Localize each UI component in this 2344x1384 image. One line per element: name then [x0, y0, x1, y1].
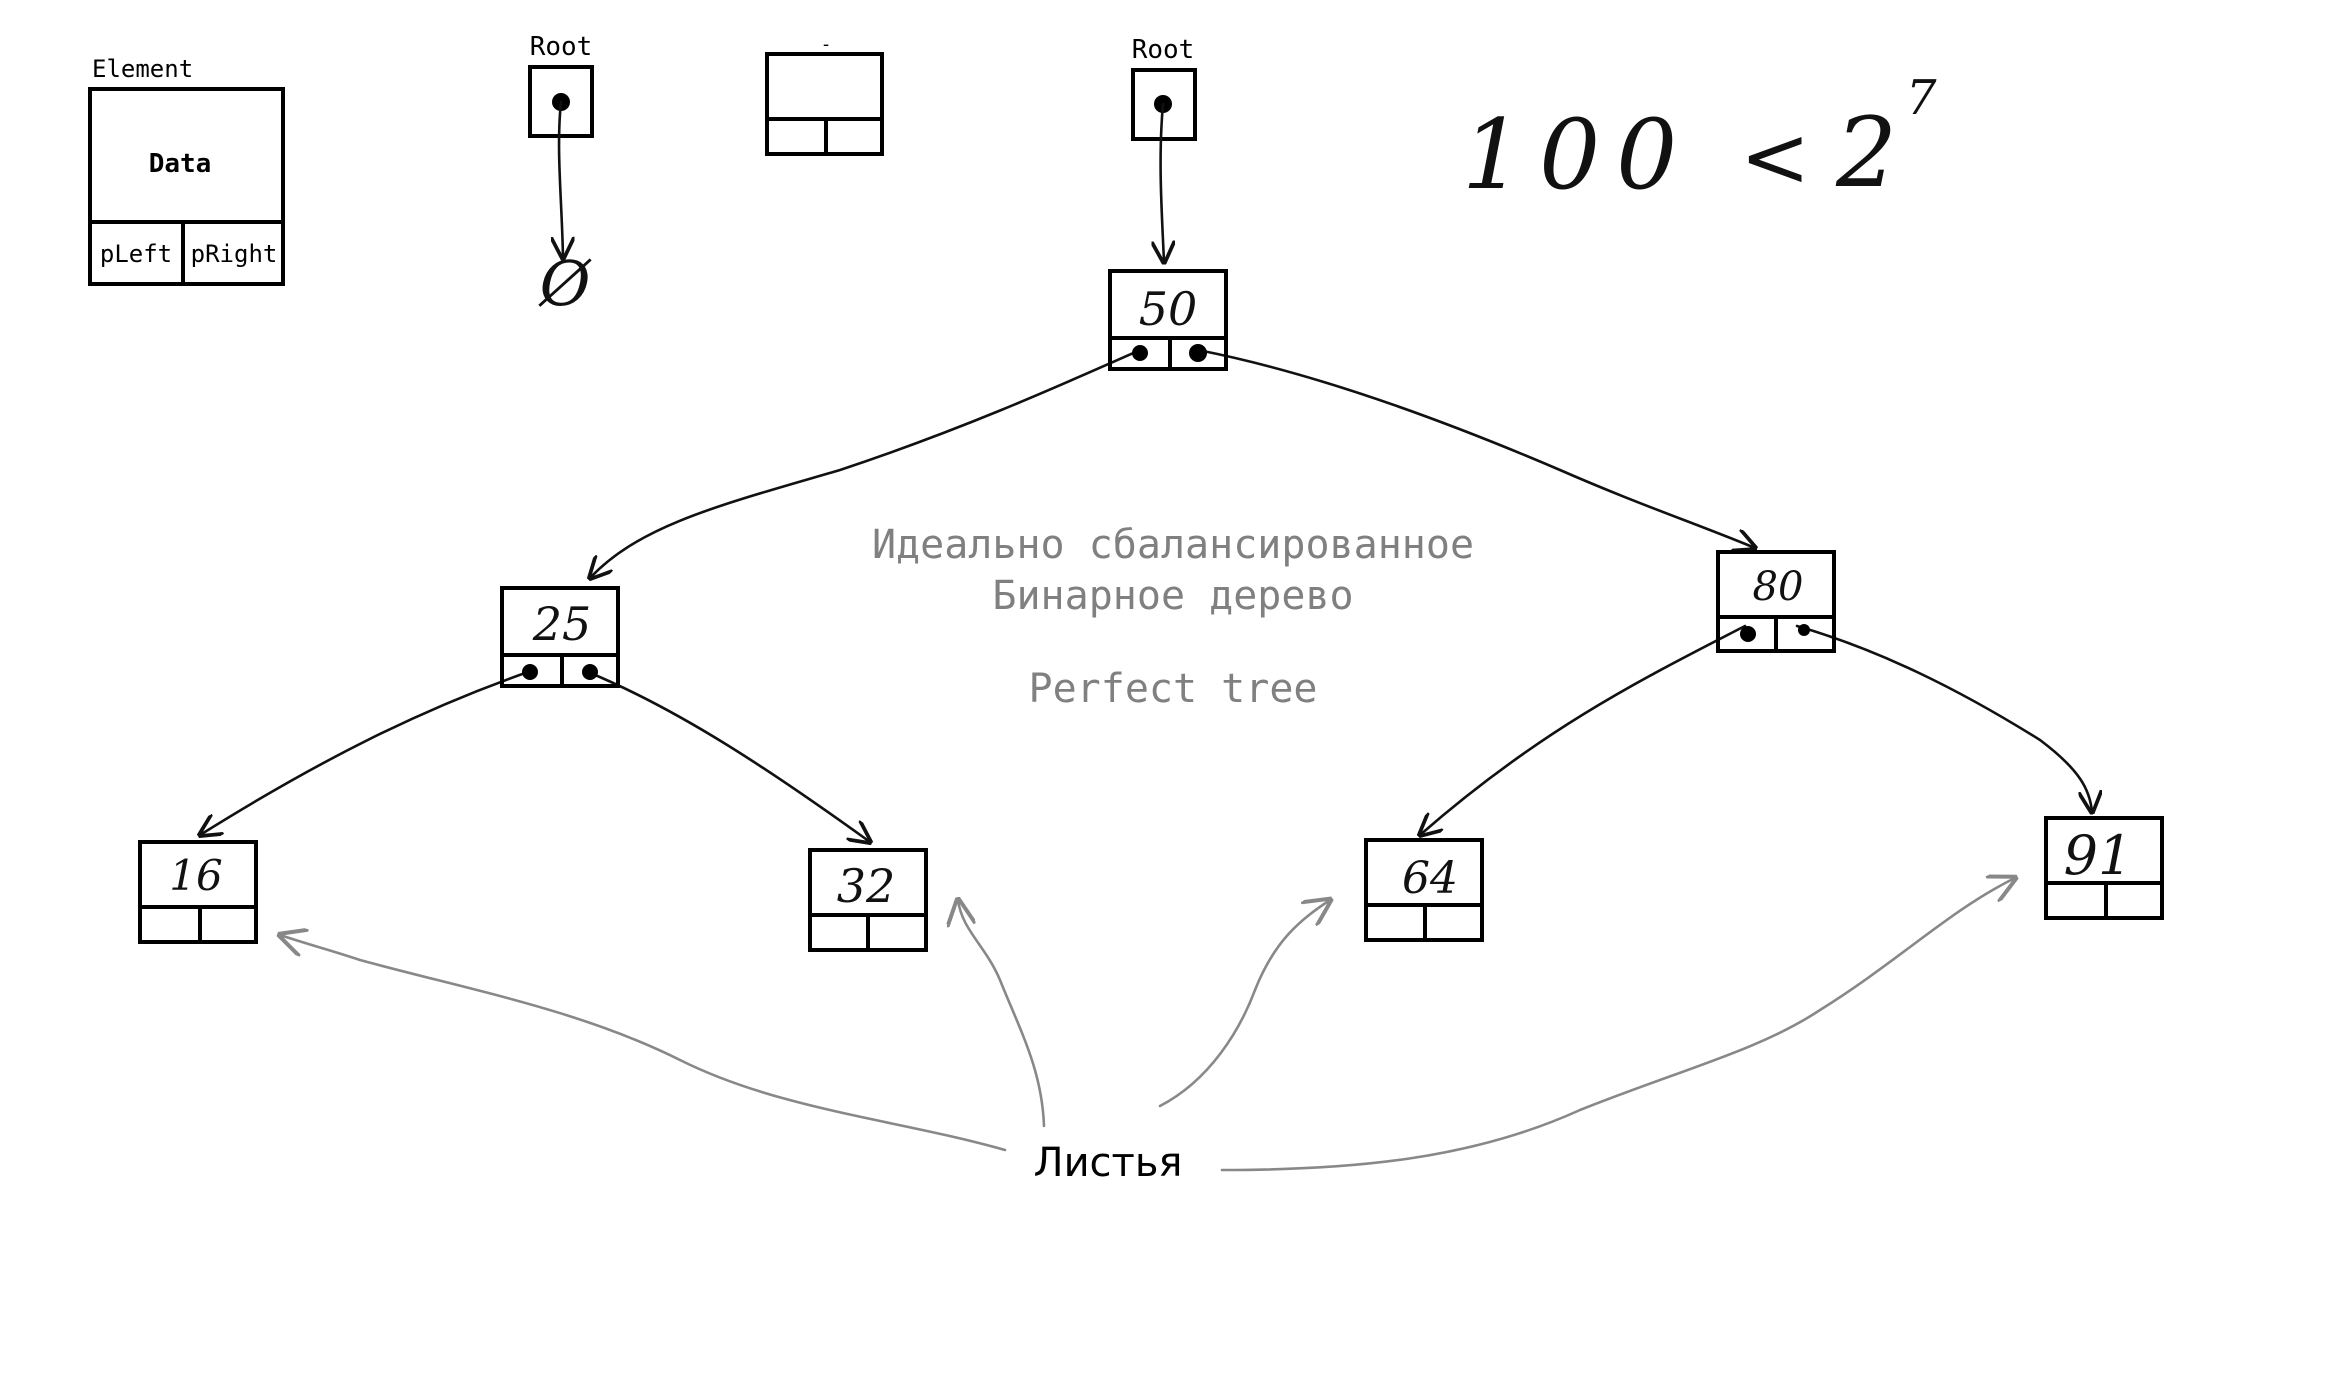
- legend-pleft-label: pLeft: [100, 240, 172, 268]
- caption-line2: Бинарное дерево: [992, 573, 1353, 619]
- node-50: 50: [1108, 269, 1228, 371]
- tree-root-pointer: Root: [1131, 35, 1197, 262]
- node-64: 64: [1364, 838, 1484, 942]
- empty-root-label: Root: [530, 32, 593, 62]
- node-50-value: 50: [1139, 282, 1198, 336]
- legend-box: [88, 87, 285, 286]
- formula-exp: 7: [1906, 70, 1937, 126]
- legend-data-label: Data: [149, 149, 212, 179]
- node-91: 91: [2044, 816, 2164, 920]
- leaf-arrow-32: [958, 900, 1046, 1128]
- leaf-arrow-91: [1220, 878, 2015, 1172]
- edge-50-25: [590, 349, 1140, 578]
- node-16-value: 16: [169, 851, 222, 900]
- node-80-value: 80: [1753, 564, 1804, 610]
- empty-node-sketch: -: [765, 34, 884, 156]
- leaf-arrow-16: [280, 935, 1007, 1152]
- empty-tree-example: Root Ø: [528, 32, 594, 320]
- tree-root-box: [1131, 68, 1197, 141]
- formula-base: 2: [1835, 97, 1897, 209]
- node-32: 32: [808, 848, 928, 952]
- node-80: 80: [1716, 550, 1836, 653]
- edge-80-91: [1795, 624, 2092, 812]
- legend-title: Element: [92, 55, 193, 83]
- leaves-label: Листья: [1033, 1140, 1182, 1186]
- caption-line1: Идеально сбалансированное: [872, 522, 1474, 568]
- formula-lhs: 100: [1462, 99, 1693, 211]
- formula: 100 < 2 7: [1462, 70, 1937, 211]
- edge-25-32: [586, 670, 870, 842]
- leaf-arrow-64: [1158, 900, 1330, 1108]
- null-symbol: Ø: [538, 247, 593, 320]
- edge-50-80: [1196, 348, 1755, 548]
- tree-root-label: Root: [1132, 35, 1195, 65]
- edge-25-16: [200, 670, 530, 835]
- node-91-value: 91: [2064, 824, 2133, 887]
- tiny-mark: -: [821, 34, 832, 55]
- formula-op: <: [1740, 108, 1810, 206]
- leaves-annotation: Листья: [280, 878, 2015, 1186]
- caption: Идеально сбалансированное Бинарное дерев…: [872, 522, 1474, 712]
- node-25-value: 25: [532, 597, 592, 651]
- empty-root-box: [528, 65, 594, 138]
- node-16: 16: [138, 840, 258, 944]
- edge-80-64: [1420, 624, 1747, 835]
- tree-edges: [200, 348, 2092, 842]
- root-to-50-arrow: [1161, 102, 1164, 262]
- element-legend: Element Data pLeft pRight: [88, 55, 285, 286]
- empty-root-arrow: [559, 100, 563, 258]
- legend-pright-label: pRight: [191, 240, 278, 268]
- caption-line3: Perfect tree: [1029, 666, 1318, 712]
- node-64-value: 64: [1402, 853, 1458, 904]
- node-32-value: 32: [837, 859, 896, 913]
- node-25: 25: [500, 586, 620, 688]
